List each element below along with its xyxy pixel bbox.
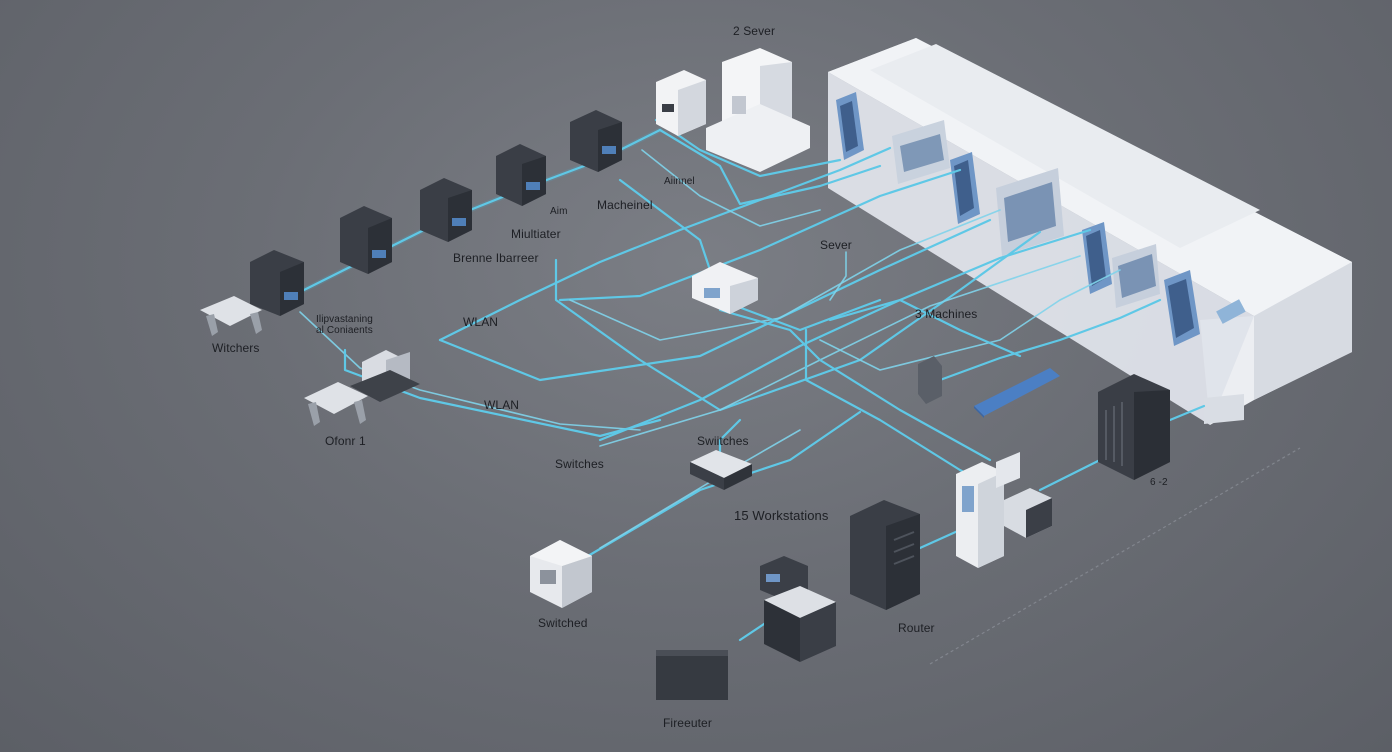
label-switches-1: Switches	[555, 457, 604, 471]
firewall-box	[656, 650, 728, 700]
dark-server-row	[250, 110, 622, 316]
workstation-desk-1	[200, 296, 262, 336]
workstation-device	[350, 350, 420, 402]
patch-panel-1	[892, 120, 950, 184]
label-witchers: Witchers	[212, 341, 260, 355]
wall-rack-4	[1164, 270, 1200, 346]
label-antenna: Aiinnel	[664, 176, 695, 187]
label-wlan-1: WLAN	[463, 315, 499, 329]
label-servers-top: 2 Sever	[733, 24, 776, 38]
label-office: Ofonr 1	[325, 434, 366, 448]
workstation-desk-2	[304, 382, 368, 426]
label-server-center: Sever	[820, 238, 852, 252]
label-multiplexer: Miultiater	[511, 227, 561, 241]
label-machines-right: 3 Machines	[915, 307, 978, 321]
label-firewall: Fireeuter	[663, 716, 712, 730]
label-wlan-2: WLAN	[484, 398, 520, 412]
label-workstations-connect: Ilipvastaning al Coniaents	[316, 314, 373, 336]
router-base-box	[764, 586, 836, 662]
data-center-building	[828, 38, 1352, 425]
top-server-large	[706, 48, 810, 172]
top-server-small	[656, 70, 706, 136]
label-switched: Switched	[538, 616, 588, 630]
dark-server-3	[420, 178, 472, 242]
wall-rack-1	[836, 92, 864, 160]
wall-rack-3	[1082, 222, 1112, 294]
dark-server-4	[496, 144, 546, 206]
switched-cube	[530, 540, 592, 608]
switch-device-mid	[690, 450, 752, 490]
center-server-box	[692, 262, 758, 314]
small-terminal	[918, 356, 942, 404]
dark-server-5	[570, 110, 622, 172]
label-router: Router	[898, 621, 935, 635]
router-tower	[850, 500, 920, 610]
label-machines-top: Macheinel	[597, 198, 653, 212]
standing-kiosk	[956, 452, 1020, 568]
dark-server-1	[250, 250, 304, 316]
rack-cluster-small	[1004, 488, 1052, 538]
label-rack-code: 6 -2	[1150, 477, 1168, 488]
cabling	[281, 118, 1206, 642]
label-aim: Aim	[550, 206, 568, 217]
label-switches-2: Swiitches	[697, 434, 749, 448]
label-workstations: 15 Workstations	[734, 508, 829, 523]
blue-bench	[974, 368, 1060, 418]
label-branch: Brenne Ibarreer	[453, 251, 539, 265]
dark-rack-right	[1098, 374, 1170, 480]
dark-server-2	[340, 206, 392, 274]
patch-panel-3	[1112, 244, 1160, 308]
patch-panel-2	[996, 168, 1064, 256]
